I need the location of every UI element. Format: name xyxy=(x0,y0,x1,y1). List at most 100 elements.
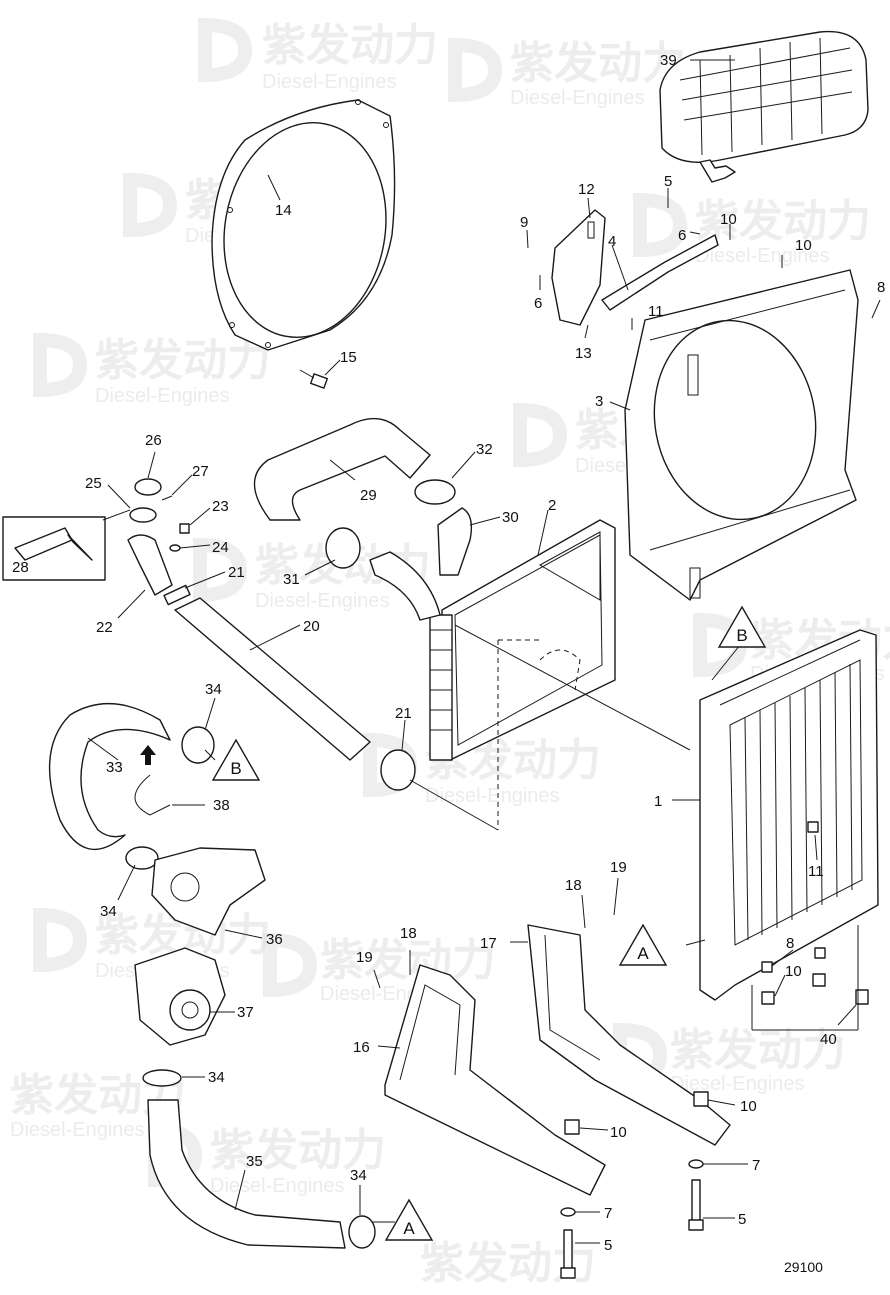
callout-6: 6 xyxy=(534,295,542,312)
callout-4: 4 xyxy=(608,233,616,250)
expansion-tank-39[interactable] xyxy=(659,30,869,183)
watermark-en-text: Diesel-Engines xyxy=(210,1175,345,1197)
callout-29: 29 xyxy=(360,487,377,504)
radiator-1[interactable] xyxy=(699,629,879,1001)
washer-7-right[interactable] xyxy=(688,1159,704,1169)
callout-34: 34 xyxy=(100,903,117,920)
callout-28: 28 xyxy=(12,559,29,576)
watermark-cn-text: 紫发动力 xyxy=(510,38,686,89)
sealant-tube-28[interactable] xyxy=(2,516,106,581)
fan-shroud-3[interactable] xyxy=(624,269,859,601)
bolt-5-right[interactable] xyxy=(688,1179,704,1231)
watermark-cn-text: 紫发动力 xyxy=(210,1125,386,1176)
nut-8-b[interactable] xyxy=(814,947,826,959)
watermark-2: 紫发动力 Diesel-Engines xyxy=(448,37,686,109)
callout-8: 8 xyxy=(877,279,885,296)
reference-letter: A xyxy=(637,944,649,963)
hose-33[interactable] xyxy=(48,702,171,851)
bolt-11-lower[interactable] xyxy=(807,821,819,833)
watermark-en-text: Diesel-Engines xyxy=(262,71,397,93)
bolt-5-left[interactable] xyxy=(560,1229,576,1279)
callout-35: 35 xyxy=(246,1153,263,1170)
bolt-27[interactable] xyxy=(161,495,173,501)
watermark-en-text: Diesel-Engines xyxy=(10,1119,145,1141)
reference-a-upper: A xyxy=(618,923,668,966)
elbow-30[interactable] xyxy=(437,507,473,576)
bolt-15[interactable] xyxy=(299,369,328,389)
clamp-34-bottom[interactable] xyxy=(348,1215,376,1249)
callout-1: 1 xyxy=(654,793,662,810)
bracket-12[interactable] xyxy=(551,209,606,326)
callout-labels: 39 14 12 5 9 4 6 10 10 8 6 11 13 15 3 26… xyxy=(12,52,885,1254)
callout-12: 12 xyxy=(578,181,595,198)
support-17[interactable] xyxy=(527,924,731,1146)
callout-5: 5 xyxy=(738,1211,746,1228)
callout-10: 10 xyxy=(720,211,737,228)
callout-15: 15 xyxy=(340,349,357,366)
callout-22: 22 xyxy=(96,619,113,636)
callout-7: 7 xyxy=(604,1205,612,1222)
callout-37: 37 xyxy=(237,1004,254,1021)
watermark-en-text: Diesel-Engines xyxy=(695,245,830,267)
reference-b-upper: B xyxy=(717,605,767,648)
callout-11: 11 xyxy=(808,863,824,880)
water-pump-37[interactable] xyxy=(134,947,226,1046)
watermark-12: 紫发动力 Diesel-Engines xyxy=(613,1022,846,1095)
watermark-1: 紫发动力 Diesel-Engines xyxy=(198,17,438,93)
washer-24[interactable] xyxy=(169,544,181,552)
reference-a-lower: A xyxy=(384,1198,434,1241)
clamp-34-top[interactable] xyxy=(181,726,215,764)
watermark-4: 紫发动力 Diesel-Engines xyxy=(633,192,871,267)
callout-17: 17 xyxy=(480,935,497,952)
callout-16: 16 xyxy=(353,1039,370,1056)
callout-27: 27 xyxy=(192,463,209,480)
mount-10-left[interactable] xyxy=(564,1119,580,1135)
watermark-11: 紫发动力 Diesel-Engines xyxy=(263,932,496,1005)
hose-to-cooler[interactable] xyxy=(369,551,441,621)
callout-5: 5 xyxy=(664,173,672,190)
hose-35[interactable] xyxy=(147,1099,346,1249)
clamp-34-lower[interactable] xyxy=(142,1069,182,1087)
clamp-34-middle[interactable] xyxy=(125,846,159,870)
bracket-4[interactable] xyxy=(601,234,719,311)
pipe-22[interactable] xyxy=(127,534,173,596)
watermark-en-text: Diesel-Engines xyxy=(425,785,560,807)
support-16[interactable] xyxy=(384,964,606,1196)
mount-10-right[interactable] xyxy=(693,1091,709,1107)
callout-30: 30 xyxy=(502,509,519,526)
gasket-21-upper[interactable] xyxy=(163,584,191,606)
callout-31: 31 xyxy=(283,571,300,588)
leader-lines xyxy=(87,59,881,1244)
figure-number: 29100 xyxy=(784,1259,823,1275)
nut-8-a[interactable] xyxy=(761,961,773,973)
watermark-cn-text: 紫发动力 xyxy=(670,1025,846,1076)
watermark-cn-text: 紫发动力 xyxy=(320,935,496,986)
mount-10-d[interactable] xyxy=(812,973,826,987)
o-ring-25[interactable] xyxy=(129,507,157,523)
fan-shroud-ring-14[interactable] xyxy=(207,99,402,351)
callout-9: 9 xyxy=(520,214,528,231)
mount-10-c[interactable] xyxy=(761,991,775,1005)
callout-34: 34 xyxy=(350,1167,367,1184)
clamp-21-lower[interactable] xyxy=(380,749,416,791)
callout-24: 24 xyxy=(212,539,229,556)
mount-40[interactable] xyxy=(855,989,869,1005)
clamp-26[interactable] xyxy=(134,478,162,496)
bolt-23[interactable] xyxy=(179,523,190,534)
callout-8: 8 xyxy=(786,935,794,952)
callout-7: 7 xyxy=(752,1157,760,1174)
washer-7-left[interactable] xyxy=(560,1207,576,1217)
callout-38: 38 xyxy=(213,797,230,814)
callout-40: 40 xyxy=(820,1031,837,1048)
clamp-32[interactable] xyxy=(414,479,456,505)
strap-38[interactable] xyxy=(134,774,171,816)
watermark-en-text: Diesel-Engines xyxy=(95,385,230,407)
callout-19: 19 xyxy=(356,949,373,966)
pipe-20[interactable] xyxy=(174,597,371,761)
callout-36: 36 xyxy=(266,931,283,948)
clamp-31[interactable] xyxy=(325,527,361,569)
watermark-en-text: Diesel-Engines xyxy=(255,590,390,612)
callout-2: 2 xyxy=(548,497,556,514)
thermostat-housing-36[interactable] xyxy=(151,847,266,936)
